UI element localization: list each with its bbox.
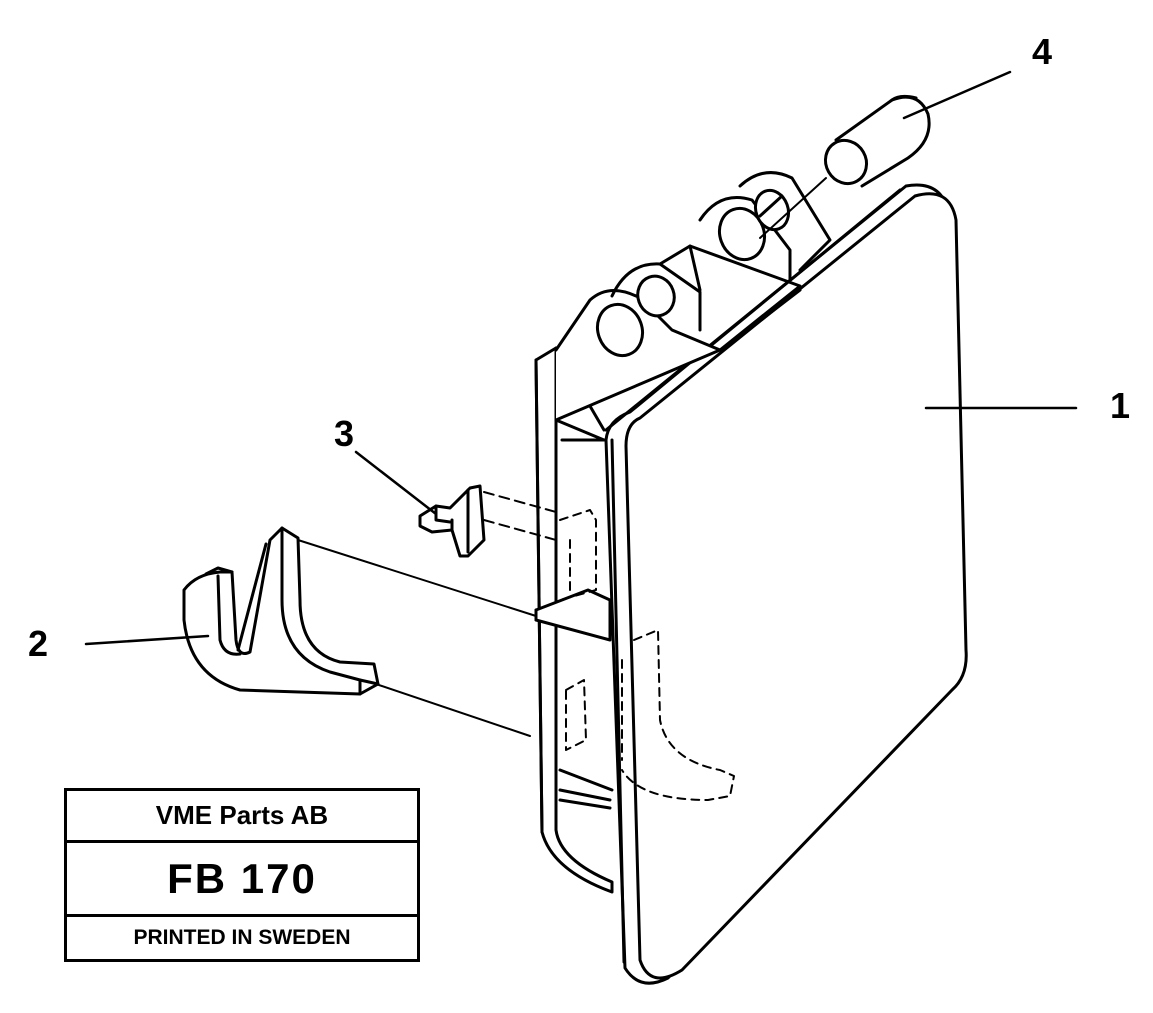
part-4-pin xyxy=(823,94,931,188)
leader-line-2 xyxy=(84,634,210,646)
callout-3: 3 xyxy=(334,413,354,454)
part-2-assembly-lines xyxy=(297,539,537,737)
part-3-block xyxy=(418,484,486,558)
part-2-hook xyxy=(182,526,380,696)
leader-line-3 xyxy=(354,450,438,516)
drawing-code: FB 170 xyxy=(67,843,417,917)
callout-2: 2 xyxy=(28,623,48,664)
part-1-side-bracket xyxy=(534,346,614,894)
printed-note: PRINTED IN SWEDEN xyxy=(133,926,351,949)
part-1-hidden-lines xyxy=(559,509,735,801)
leader-line-4 xyxy=(902,70,1012,120)
callout-4: 4 xyxy=(1032,31,1052,72)
callout-1: 1 xyxy=(1110,385,1130,426)
part-4-assembly-line xyxy=(759,177,827,239)
company-name: VME Parts AB xyxy=(67,791,417,843)
part-3-assembly-lines xyxy=(483,491,557,541)
title-block: VME Parts AB FB 170 PRINTED IN SWEDEN xyxy=(64,788,420,962)
part-1-plate xyxy=(604,183,968,985)
leader-lines xyxy=(84,70,1078,646)
part-1-lugs xyxy=(554,171,832,422)
